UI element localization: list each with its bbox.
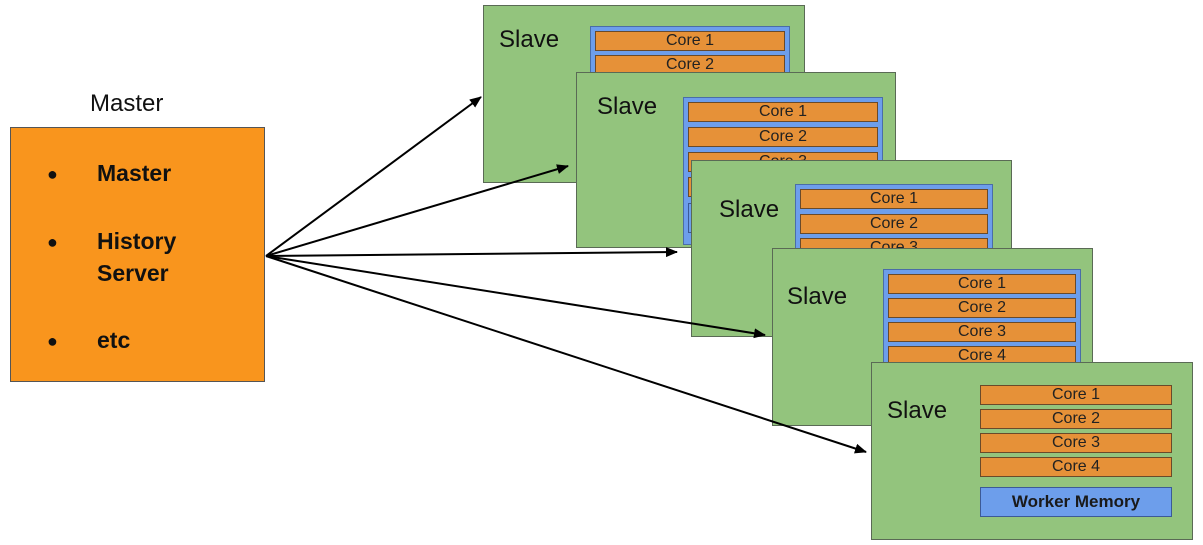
slave-node-5: Slave Core 1 Core 2 Core 3 Core 4 Worker… (871, 362, 1193, 540)
arrow-to-slave-1 (265, 96, 482, 257)
master-item-etc: etc (97, 327, 131, 353)
worker-memory: Worker Memory (980, 487, 1172, 517)
core-1: Core 1 (800, 189, 988, 209)
core-2: Core 2 (800, 214, 988, 234)
slave-resources: Core 1 Core 2 Core 3 Core 4 Worker Memor… (976, 383, 1176, 521)
core-4: Core 4 (980, 457, 1172, 477)
arrow-to-slave-5 (265, 255, 867, 454)
arrow-to-slave-4 (265, 255, 766, 339)
bullet-icon: ● (47, 331, 58, 351)
core-1: Core 1 (688, 102, 878, 122)
core-2: Core 2 (688, 127, 878, 147)
slave-label: Slave (719, 196, 780, 223)
core-1: Core 1 (595, 31, 785, 51)
master-node: ● Master ● History Server ● etc (10, 127, 265, 382)
core-2: Core 2 (888, 298, 1076, 318)
core-3: Core 3 (888, 322, 1076, 342)
slave-label: Slave (887, 397, 948, 424)
core-1: Core 1 (888, 274, 1076, 294)
slave-label: Slave (597, 93, 658, 120)
bullet-icon: ● (47, 232, 58, 252)
slave-label: Slave (787, 283, 848, 310)
core-1: Core 1 (980, 385, 1172, 405)
master-title: Master (90, 90, 164, 117)
master-item-history-server: History Server (97, 228, 177, 286)
core-2: Core 2 (980, 409, 1172, 429)
master-item-master: Master (97, 160, 172, 186)
slave-label: Slave (499, 26, 560, 53)
bullet-icon: ● (47, 164, 58, 184)
core-3: Core 3 (980, 433, 1172, 453)
arrow-to-slave-2 (265, 164, 569, 257)
arrow-to-slave-3 (265, 247, 678, 258)
